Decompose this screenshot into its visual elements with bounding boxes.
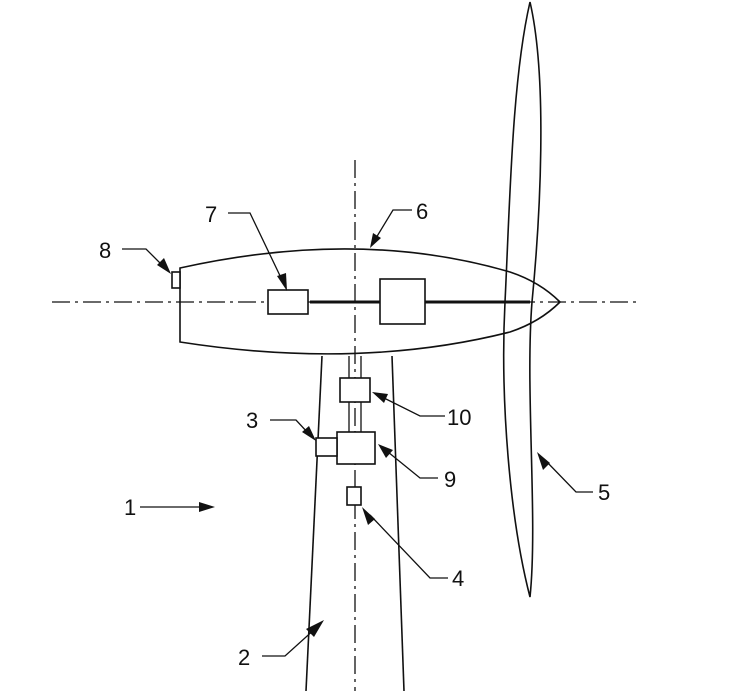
leader-5: [537, 452, 593, 493]
label-5: 5: [598, 480, 610, 505]
tower-right-edge: [391, 355, 405, 692]
label-1: 1: [124, 495, 136, 520]
leader-3: [270, 419, 316, 441]
gearbox-box: [379, 278, 426, 325]
label-9: 9: [444, 467, 456, 492]
nacelle-body: [179, 248, 562, 355]
leader-1: [140, 502, 215, 512]
sensor-box: [346, 486, 362, 506]
upper-yaw-box: [336, 431, 376, 465]
label-8: 8: [99, 238, 111, 263]
leader-9: [378, 444, 438, 479]
leader-7: [228, 212, 287, 291]
leader-6: [370, 209, 412, 248]
lower-yaw-box: [339, 377, 371, 403]
label-10: 10: [447, 405, 471, 430]
label-4: 4: [452, 566, 464, 591]
label-7: 7: [205, 202, 217, 227]
leader-8: [122, 248, 171, 274]
leader-4: [362, 507, 448, 579]
label-6: 6: [416, 199, 428, 224]
rear-unit-box: [171, 271, 181, 289]
label-3: 3: [246, 408, 258, 433]
leader-10: [372, 392, 445, 417]
label-2: 2: [238, 645, 250, 670]
side-unit-box: [315, 437, 338, 457]
leader-2: [262, 620, 324, 657]
tower-left-edge: [305, 355, 323, 692]
rotor-blade: [502, 1, 542, 598]
shaft-component-box: [267, 289, 309, 315]
